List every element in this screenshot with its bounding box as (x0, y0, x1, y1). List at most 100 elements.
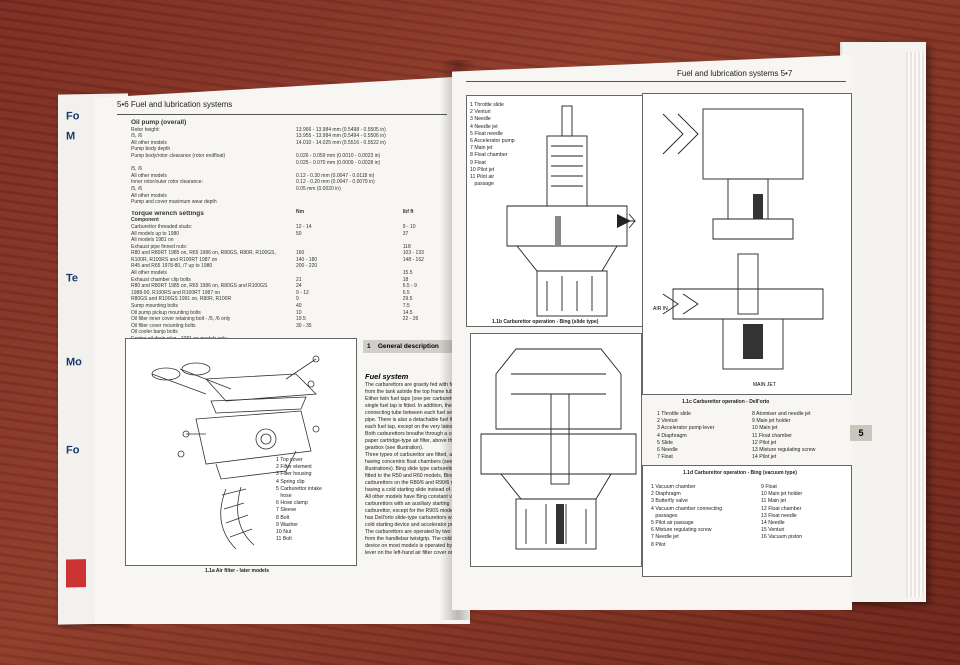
torque-row-nm: 9 - 12 (296, 289, 309, 296)
legend-item: 5 Float needle (470, 130, 503, 137)
torque-row-nm (296, 244, 403, 251)
chapter-tab: 5 (850, 425, 872, 441)
legend-item: 14 Needle (761, 520, 785, 527)
oil-pump-row-label: Inner rotor/outer rotor clearance: (131, 179, 203, 186)
torque-row-label: Sump mounting bolts (131, 303, 178, 310)
col-nm: Nm (296, 208, 305, 215)
col-lbf: lbf ft (402, 208, 414, 215)
body-line: connecting tube between each fuel sec (365, 410, 455, 416)
torque-row: R80 and R80RT 1985 on, R65 1986 on, R80G… (131, 250, 461, 257)
oil-pump-row-nm (296, 166, 403, 173)
torque-row-lbf: 118 (402, 243, 411, 250)
torque-row-label: Oil filter cover mounting bolts (131, 322, 196, 329)
legend-item: 11 Pilot air (470, 174, 495, 181)
legend-item: 7 Needle jet (651, 534, 679, 541)
oil-pump-row-label: /5, /6 (131, 185, 143, 192)
legend-item: 2 Filter element (276, 464, 312, 471)
legend-item: 6 Needle (657, 447, 678, 454)
oil-pump-row-nm: 0.026 - 0.059 mm (0.0010 - 0.0023 in) (296, 152, 381, 159)
component-label: Component (131, 217, 159, 224)
body-line: from the tank astride the top frame tub (365, 389, 453, 395)
legend-item: 3 Butterfly valve (651, 498, 688, 505)
torque-row-nm: 21 (296, 276, 302, 283)
torque-row-lbf: 9 - 10 (402, 223, 416, 230)
legend-item: 13 Mixture regulating screw (752, 447, 816, 454)
legend-item: 2 Diaphragm (651, 491, 681, 498)
legend-item: 4 Spring clip (276, 478, 305, 485)
oil-pump-row-label: Pump and cover maximum wear depth (131, 199, 217, 206)
torque-row-nm: 40 (296, 303, 302, 310)
oil-pump-row-nm: 0.12 - 0.30 mm (0.0047 - 0.0118 in) (296, 172, 375, 179)
legend-item: 3 Accelerator pump lever (657, 425, 715, 432)
bing-slide-caption: 1.1b Carburettor operation - Bing (slide… (492, 319, 599, 325)
legend-item: 9 Float (470, 159, 486, 166)
section-number: 1 (367, 343, 371, 350)
torque-row-nm: 19.5 (296, 316, 306, 323)
torque-row-lbf: 6.5 - 9 (402, 283, 417, 290)
torque-row: R80 and R80RT 1985 on, R65 1986 on, R80G… (131, 283, 461, 290)
legend-item: 8 Pilot (651, 541, 666, 548)
oil-pump-row-label: All other models (131, 139, 167, 146)
legend-item: 11 Float chamber (752, 432, 792, 439)
bing-slide-drawing (506, 105, 636, 317)
torque-row-lbf: 37 (402, 230, 409, 237)
legend-item: 8 Atomiser and needle jet (752, 411, 811, 417)
torque-row-lbf: 6.5 (402, 289, 410, 296)
torque-row-label: Oil filter inner cover retaining bolt - … (131, 316, 231, 323)
bing-vacuum-figure (470, 333, 642, 567)
body-line: carburettors with an auxiliary starting (365, 501, 450, 507)
torque-row-lbf: 7.5 (402, 303, 410, 310)
legend-item: passages (651, 512, 678, 519)
legend-item: 7 Float (657, 454, 673, 461)
torque-row: Sump mounting bolts 40 7.5 (131, 303, 461, 310)
torque-row: Oil cooler banjo bolts (131, 329, 461, 336)
oil-pump-row-nm: 13.966 - 13.984 mm (0.5498 - 0.5505 in) (296, 126, 386, 133)
torque-row-label: R80GS and R100GS 1991 on, R80R, R100R (131, 296, 232, 303)
torque-row-nm: 140 - 180 (296, 256, 318, 263)
torque-row-nm (296, 237, 403, 244)
oil-pump-row: /5, /6 (131, 166, 461, 173)
legend-item: hose (276, 493, 292, 500)
torque-row-nm: 160 (296, 250, 305, 257)
legend-item: 15 Venturi (761, 527, 785, 534)
legend-item: 5 Carburettor intake (276, 485, 322, 492)
torque-row-nm: 10 (296, 309, 302, 316)
bing-vacuum-drawing (480, 348, 637, 550)
legend-item: 7 Sleeve (276, 507, 297, 514)
torque-row-label: All models up to 1980 (131, 230, 180, 237)
left-page-header: 5•6 Fuel and lubrication systems (117, 100, 233, 109)
section-title: General description (377, 343, 439, 350)
legend-item: 10 Pilot jet (470, 166, 495, 173)
legend-item: 1 Throttle slide (470, 102, 504, 108)
oil-pump-row-nm (296, 146, 403, 153)
right-page-header: Fuel and lubrication systems 5•7 (677, 69, 793, 78)
legend-item: 9 Main jet holder (752, 418, 791, 425)
torque-row-nm: 12 - 14 (296, 223, 312, 230)
legend-item: 3 Needle (470, 116, 491, 123)
legend-item: 13 Float needle (761, 512, 797, 519)
body-line: Both carburettors breathe through a co (365, 431, 455, 437)
body-line: Three types of carburettor are fitted, a (365, 452, 453, 458)
oil-pump-row-label: Rotor height: (131, 126, 160, 133)
legend-item: 10 Main jet (752, 425, 778, 432)
legend-item: 5 Slide (657, 439, 673, 446)
legend-item: 9 Float (761, 484, 777, 490)
oil-pump-row-label (131, 160, 296, 167)
legend-item: 11 Bolt (276, 536, 292, 543)
legend-item: passage (470, 181, 494, 188)
oil-pump-row-label: /5, /6 (131, 133, 143, 140)
oil-pump-row-label: All other models (131, 172, 167, 179)
legend-item: 4 Needle jet (470, 123, 498, 130)
torque-row-nm (296, 329, 403, 336)
